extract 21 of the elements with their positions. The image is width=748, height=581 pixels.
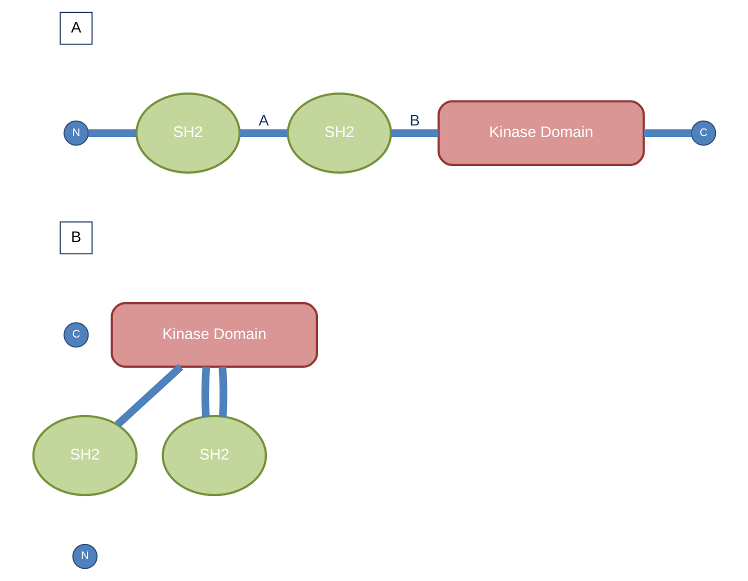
node-box: B [59, 221, 92, 254]
connector [88, 129, 136, 137]
connector [390, 129, 438, 137]
node-box: Kinase Domain [437, 100, 644, 166]
node-box: Kinase Domain [110, 302, 318, 368]
connector [114, 364, 183, 428]
connector [643, 129, 691, 137]
edge-label: A [258, 112, 268, 130]
node-ellipse: SH2 [286, 92, 392, 174]
node-box: A [59, 12, 92, 45]
edge-label: B [409, 112, 420, 130]
connector [239, 129, 287, 137]
node-ellipse: SH2 [32, 414, 138, 496]
node-circle: C [63, 322, 88, 348]
node-circle: C [690, 120, 716, 146]
node-ellipse: SH2 [161, 414, 267, 496]
connector [200, 366, 210, 417]
node-circle: N [72, 544, 98, 570]
node-circle: N [63, 120, 88, 146]
node-ellipse: SH2 [134, 92, 240, 174]
connector [218, 366, 227, 417]
